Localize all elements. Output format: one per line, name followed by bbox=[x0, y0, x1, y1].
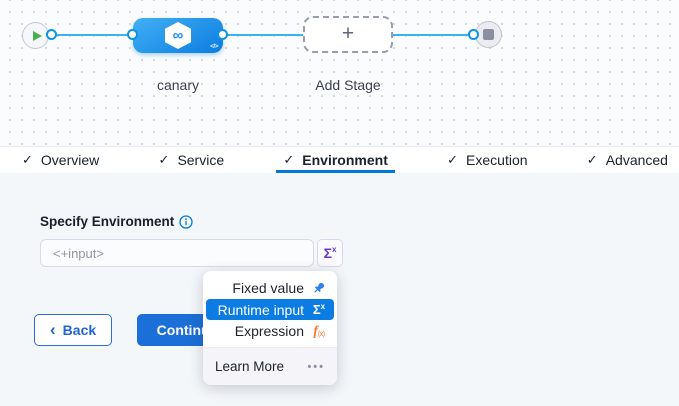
chevron-left-icon: ‹ bbox=[50, 319, 56, 339]
tab-label: Advanced bbox=[605, 152, 668, 168]
plus-icon: + bbox=[341, 22, 355, 45]
tab-execution[interactable]: ✓ Execution bbox=[447, 147, 527, 173]
more-options-icon[interactable]: ••• bbox=[307, 360, 325, 373]
connector-port[interactable] bbox=[46, 29, 57, 40]
menu-item-label: Runtime input bbox=[217, 301, 304, 318]
pin-icon bbox=[311, 281, 327, 295]
specify-environment-label: Specify Environment bbox=[40, 214, 193, 229]
menu-item-expression[interactable]: Expression f(x) bbox=[203, 320, 337, 342]
sigma-icon: Σ bbox=[323, 245, 332, 261]
learn-more-link[interactable]: Learn More bbox=[215, 359, 285, 374]
tab-label: Service bbox=[177, 152, 225, 168]
environment-panel: Specify Environment Σx ‹ Back Continue F… bbox=[0, 173, 679, 406]
stop-icon bbox=[483, 29, 494, 40]
connector-port[interactable] bbox=[217, 29, 228, 40]
pipeline-start-node[interactable] bbox=[22, 22, 49, 49]
check-icon: ✓ bbox=[158, 152, 170, 167]
tab-overview[interactable]: ✓ Overview bbox=[22, 147, 99, 173]
connector-line bbox=[223, 34, 303, 36]
fx-icon: f(x) bbox=[313, 323, 325, 339]
sigma-sup: x bbox=[331, 245, 337, 254]
add-stage-label: Add Stage bbox=[315, 77, 381, 93]
pipeline-canvas: ∞ </> + canary Add Stage bbox=[0, 0, 679, 147]
connector-line bbox=[393, 34, 474, 36]
code-icon: </> bbox=[210, 43, 218, 50]
tab-service[interactable]: ✓ Service bbox=[159, 147, 225, 173]
play-icon bbox=[32, 30, 42, 41]
connector-port[interactable] bbox=[127, 29, 138, 40]
back-button[interactable]: ‹ Back bbox=[34, 314, 113, 346]
environment-input-row: Σx bbox=[40, 239, 343, 267]
pipeline-end-node[interactable] bbox=[475, 21, 502, 48]
menu-item-label: Expression bbox=[234, 323, 304, 339]
info-icon[interactable] bbox=[179, 214, 193, 229]
connector-line bbox=[50, 34, 133, 36]
dropdown-footer: Learn More ••• bbox=[203, 347, 337, 385]
environment-input[interactable] bbox=[40, 239, 314, 267]
deployment-icon: ∞ bbox=[165, 22, 191, 49]
stage-node-canary[interactable]: ∞ </> bbox=[133, 18, 223, 53]
field-label-text: Specify Environment bbox=[40, 214, 175, 229]
connector-port[interactable] bbox=[468, 29, 479, 40]
check-icon: ✓ bbox=[283, 152, 295, 167]
tab-label: Overview bbox=[40, 152, 100, 168]
add-stage-button[interactable]: + bbox=[303, 16, 393, 53]
check-icon: ✓ bbox=[22, 152, 33, 167]
stage-tabbar: ✓ Overview ✓ Service ✓ Environment ✓ Exe… bbox=[0, 147, 679, 173]
check-icon: ✓ bbox=[447, 152, 459, 167]
tab-environment[interactable]: ✓ Environment bbox=[276, 147, 396, 173]
menu-item-label: Fixed value bbox=[232, 280, 304, 296]
check-icon: ✓ bbox=[586, 152, 598, 167]
tab-label: Environment bbox=[302, 152, 388, 168]
back-label: Back bbox=[62, 322, 97, 338]
tab-advanced[interactable]: ✓ Advanced bbox=[587, 147, 668, 173]
stage-name-label: canary bbox=[156, 77, 200, 93]
tab-label: Execution bbox=[466, 152, 528, 168]
menu-item-fixed-value[interactable]: Fixed value bbox=[203, 277, 337, 299]
